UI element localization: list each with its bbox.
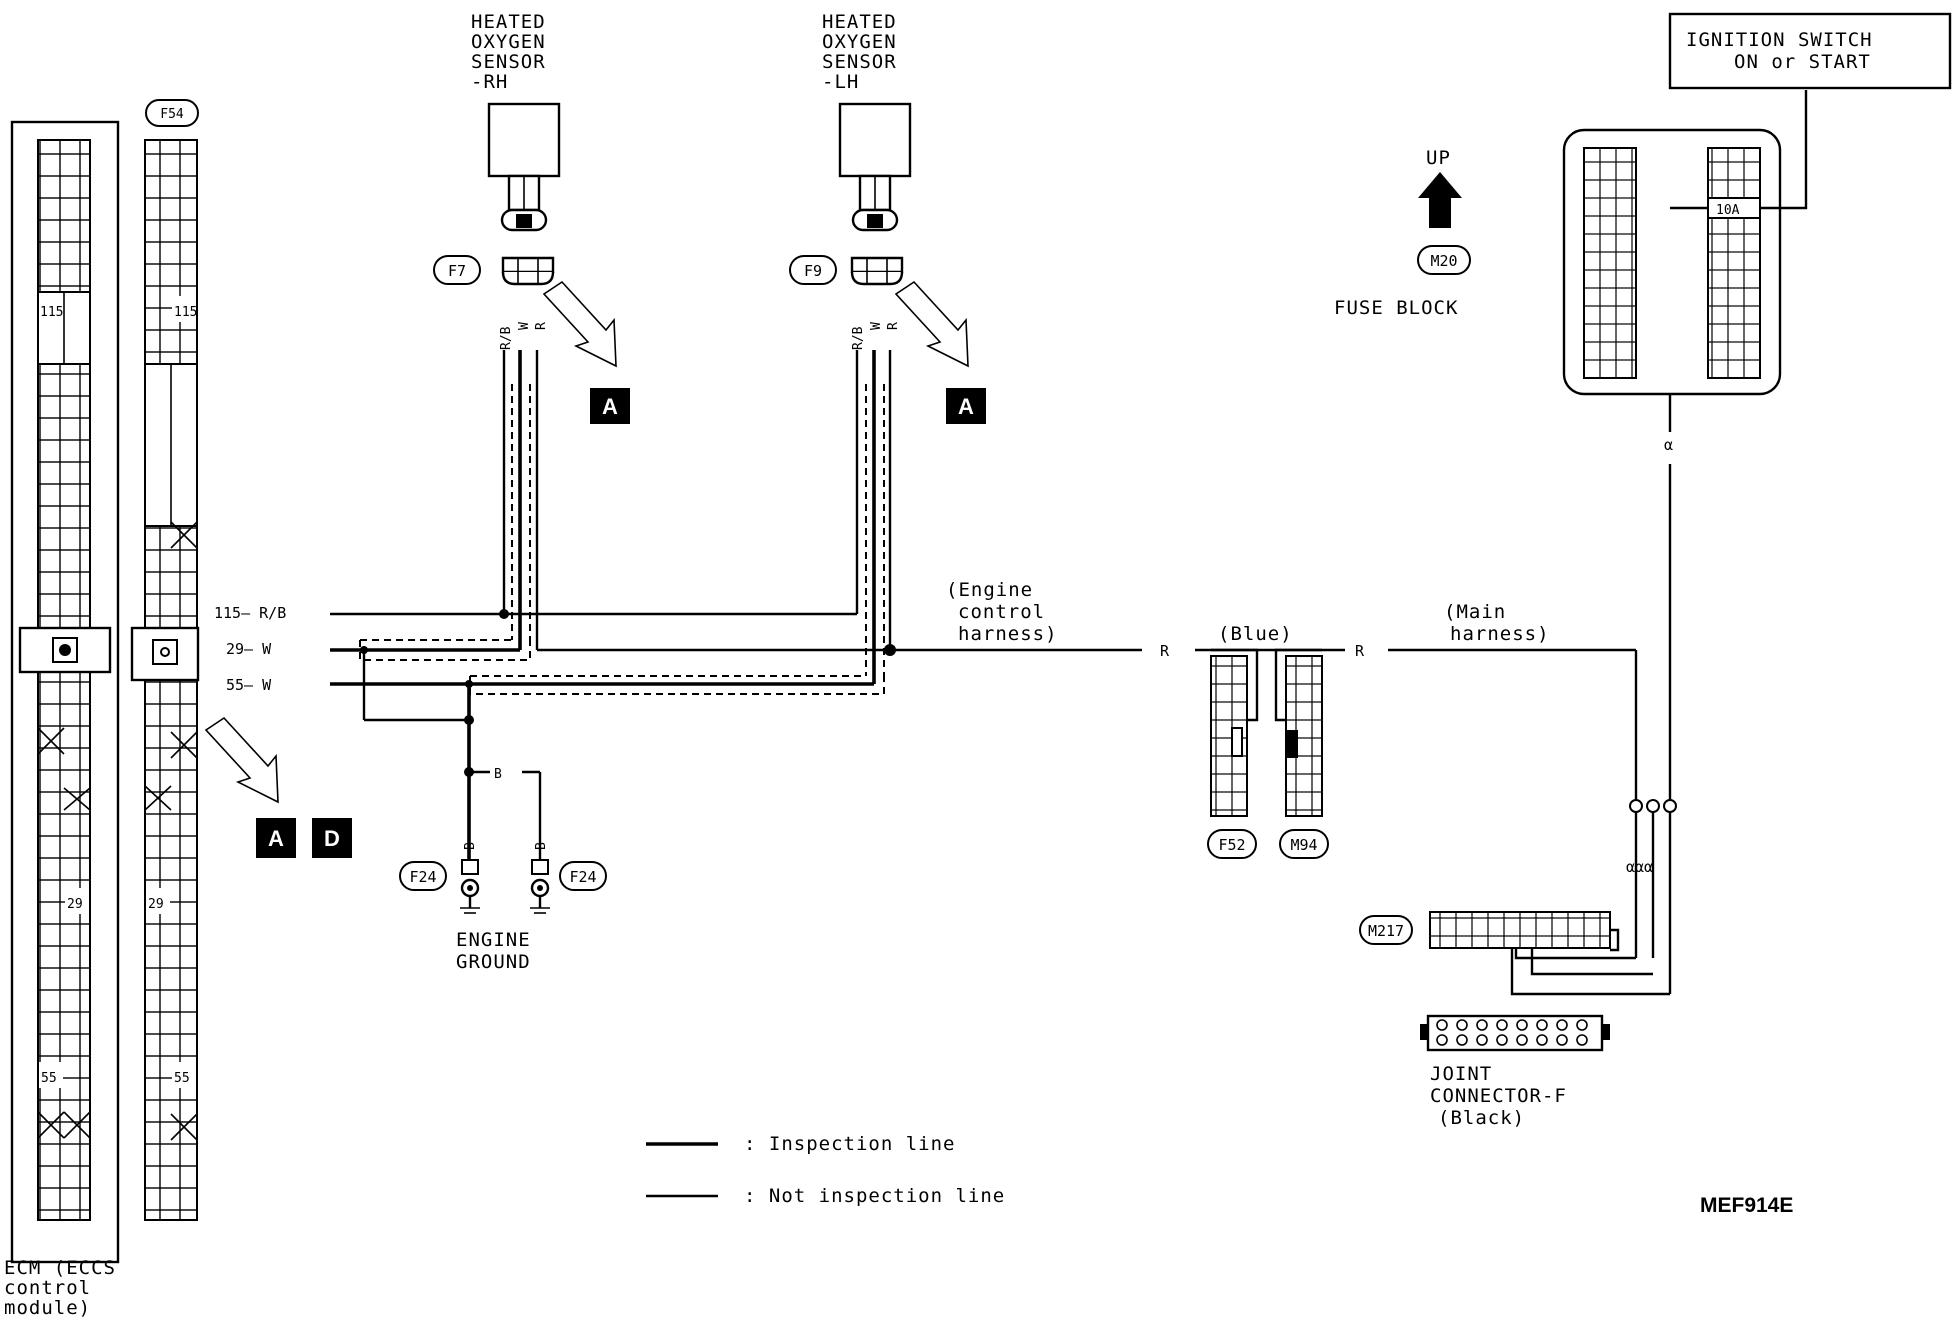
terminal-115: 115— R/B bbox=[214, 604, 286, 622]
svg-text:SENSOR: SENSOR bbox=[822, 51, 897, 73]
terminal-55: 55— W bbox=[226, 676, 272, 694]
ecm-label: ECM (ECCS control module) bbox=[4, 1257, 116, 1319]
ref-d-ecm: D bbox=[324, 826, 340, 851]
rh-wire-rb: R/B bbox=[499, 326, 514, 350]
ignition-switch: IGNITION SWITCH ON or START bbox=[1668, 12, 1952, 90]
m20-connector-label: M20 bbox=[1430, 252, 1457, 270]
heated-oxygen-sensor-rh: HEATED OXYGEN SENSOR -RH F7 R/B W R A bbox=[433, 11, 630, 424]
f54-pin-115: 115 bbox=[174, 305, 197, 320]
m94-connector-label: M94 bbox=[1290, 836, 1317, 854]
svg-text:-RH: -RH bbox=[471, 71, 508, 93]
f9-connector-label: F9 bbox=[804, 262, 822, 280]
fuse-10a-label: 10A bbox=[1716, 203, 1740, 218]
legend-inspection-line: : Inspection line bbox=[744, 1133, 955, 1155]
f54-blocked-pins bbox=[144, 521, 198, 1141]
wires bbox=[330, 206, 1672, 994]
svg-text:GROUND: GROUND bbox=[456, 951, 531, 973]
wire-r-1: R bbox=[1160, 642, 1170, 660]
f24-connector-left: F24 bbox=[409, 868, 436, 886]
ecm-pin-115: 115 bbox=[40, 305, 63, 320]
svg-text:control: control bbox=[4, 1277, 91, 1299]
rh-wire-w: W bbox=[517, 322, 532, 330]
svg-text:harness): harness) bbox=[958, 623, 1058, 645]
lh-wire-w: W bbox=[869, 322, 884, 330]
ecm-pin-55: 55 bbox=[41, 1071, 57, 1086]
up-arrow-icon: UP bbox=[1418, 147, 1462, 228]
svg-text:SENSOR: SENSOR bbox=[471, 51, 546, 73]
blue-label: (Blue) bbox=[1218, 623, 1293, 645]
svg-text:harness): harness) bbox=[1450, 623, 1550, 645]
joint-alpha-row: ααα bbox=[1626, 858, 1653, 876]
rh-wire-r: R bbox=[534, 322, 549, 330]
engine-harness-label: (Engine control harness) bbox=[946, 579, 1058, 645]
svg-text:ECM (ECCS: ECM (ECCS bbox=[4, 1257, 116, 1279]
f24-connector-right: F24 bbox=[569, 868, 596, 886]
fuse-wire-alpha: α bbox=[1664, 436, 1673, 454]
svg-text:(Engine: (Engine bbox=[946, 579, 1033, 601]
ref-arrow-ecm: A D bbox=[204, 716, 352, 858]
svg-text:ENGINE: ENGINE bbox=[456, 929, 531, 951]
svg-text:OXYGEN: OXYGEN bbox=[471, 31, 546, 53]
main-harness-label: (Main harness) bbox=[1444, 601, 1550, 645]
wire-r-2: R bbox=[1355, 642, 1365, 660]
svg-text:IGNITION SWITCH: IGNITION SWITCH bbox=[1686, 29, 1873, 51]
svg-text:CONNECTOR-F: CONNECTOR-F bbox=[1430, 1085, 1567, 1107]
legend: : Inspection line : Not inspection line bbox=[646, 1133, 1005, 1207]
f52-m94-connectors: (Blue) F52 M94 bbox=[1207, 623, 1329, 859]
svg-text:HEATED: HEATED bbox=[471, 11, 546, 33]
svg-text:(Main: (Main bbox=[1444, 601, 1506, 623]
ecm-connector: 115 29 55 bbox=[10, 120, 120, 1264]
lh-wire-r: R bbox=[886, 322, 901, 330]
fuse-block-label: FUSE BLOCK bbox=[1334, 297, 1458, 319]
ecm-pin-29: 29 bbox=[67, 897, 83, 912]
m217-connector-label: M217 bbox=[1368, 922, 1404, 940]
svg-text:-LH: -LH bbox=[822, 71, 859, 93]
svg-text:OXYGEN: OXYGEN bbox=[822, 31, 897, 53]
ground-wire-b: B bbox=[494, 767, 502, 782]
joint-connector: ααα M217 JOINT CONNEC bbox=[1359, 799, 1677, 1129]
heated-oxygen-sensor-lh: HEATED OXYGEN SENSOR -LH F9 R/B W R A bbox=[789, 11, 986, 424]
svg-text:control: control bbox=[958, 601, 1045, 623]
ground-wire-b-left: B bbox=[463, 842, 478, 850]
engine-ground: B B F24 F24 ENGINE GROUND bbox=[399, 832, 607, 973]
ground-wire-b-right: B bbox=[534, 842, 549, 850]
terminal-29: 29— W bbox=[226, 640, 272, 658]
ref-a-rh: A bbox=[602, 394, 618, 419]
svg-text:HEATED: HEATED bbox=[822, 11, 897, 33]
svg-text:module): module) bbox=[4, 1297, 91, 1319]
fuse-block: M20 FUSE BLOCK 10A bbox=[1334, 90, 1808, 396]
legend-not-inspection-line: : Not inspection line bbox=[744, 1185, 1005, 1207]
ref-a-lh: A bbox=[958, 394, 974, 419]
ecm-blocked-pins bbox=[37, 727, 91, 1139]
diagram-code: MEF914E bbox=[1700, 1194, 1793, 1217]
svg-text:(Black): (Black) bbox=[1438, 1107, 1525, 1129]
ref-a-ecm: A bbox=[268, 826, 284, 851]
terminal-labels: 115— R/B 29— W 55— W bbox=[214, 604, 286, 694]
f7-connector-label: F7 bbox=[448, 262, 466, 280]
f54-pin-29: 29 bbox=[148, 897, 164, 912]
f54-pin-55: 55 bbox=[174, 1071, 190, 1086]
wire-labels: B R R α bbox=[494, 436, 1673, 782]
svg-text:ON or START: ON or START bbox=[1734, 51, 1871, 73]
svg-text:JOINT: JOINT bbox=[1430, 1063, 1492, 1085]
svg-text:UP: UP bbox=[1426, 147, 1451, 169]
f52-connector-label: F52 bbox=[1218, 836, 1245, 854]
lh-wire-rb: R/B bbox=[851, 326, 866, 350]
f54-connector: F54 115 29 55 bbox=[130, 99, 200, 1221]
f54-connector-label: F54 bbox=[160, 107, 184, 122]
joint-connector-pins bbox=[1436, 1019, 1588, 1046]
